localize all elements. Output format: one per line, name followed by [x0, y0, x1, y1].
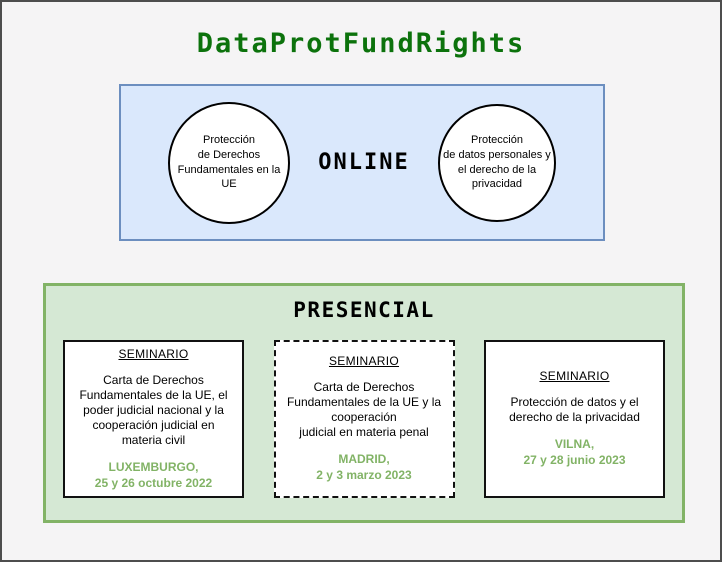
seminar-description: Protección de datos y el derecho de la p… [509, 395, 640, 425]
seminar-heading: SEMINARIO [118, 346, 189, 361]
seminar-description: Carta de Derechos Fundamentales de la UE… [79, 372, 228, 447]
page-title: DataProtFundRights [196, 28, 526, 59]
online-topic-circle-data-protection: Protección de datos personales y el dere… [437, 103, 556, 222]
presencial-section-label: PRESENCIAL [293, 298, 435, 322]
online-topic-circle-fundamental-rights: Protección de Derechos Fundamentales en … [168, 101, 290, 224]
online-section-label: ONLINE [318, 150, 410, 175]
seminar-description: Carta de Derechos Fundamentales de la UE… [286, 380, 442, 440]
seminar-card-vilna: SEMINARIO Protección de datos y el derec… [484, 340, 665, 498]
seminar-location-date: VILNA, 27 y 28 junio 2023 [523, 437, 626, 467]
seminar-card-luxemburgo: SEMINARIO Carta de Derechos Fundamentale… [63, 340, 244, 498]
seminar-location-date: MADRID, 2 y 3 marzo 2023 [316, 452, 412, 482]
online-section: Protección de Derechos Fundamentales en … [119, 84, 605, 241]
seminar-row: SEMINARIO Carta de Derechos Fundamentale… [46, 340, 682, 498]
seminar-heading: SEMINARIO [328, 354, 400, 369]
seminar-heading: SEMINARIO [539, 369, 610, 384]
presencial-section: PRESENCIAL SEMINARIO Carta de Derechos F… [43, 283, 685, 523]
seminar-location-date: LUXEMBURGO, 25 y 26 octubre 2022 [94, 459, 213, 490]
seminar-card-madrid: SEMINARIO Carta de Derechos Fundamentale… [273, 340, 455, 498]
